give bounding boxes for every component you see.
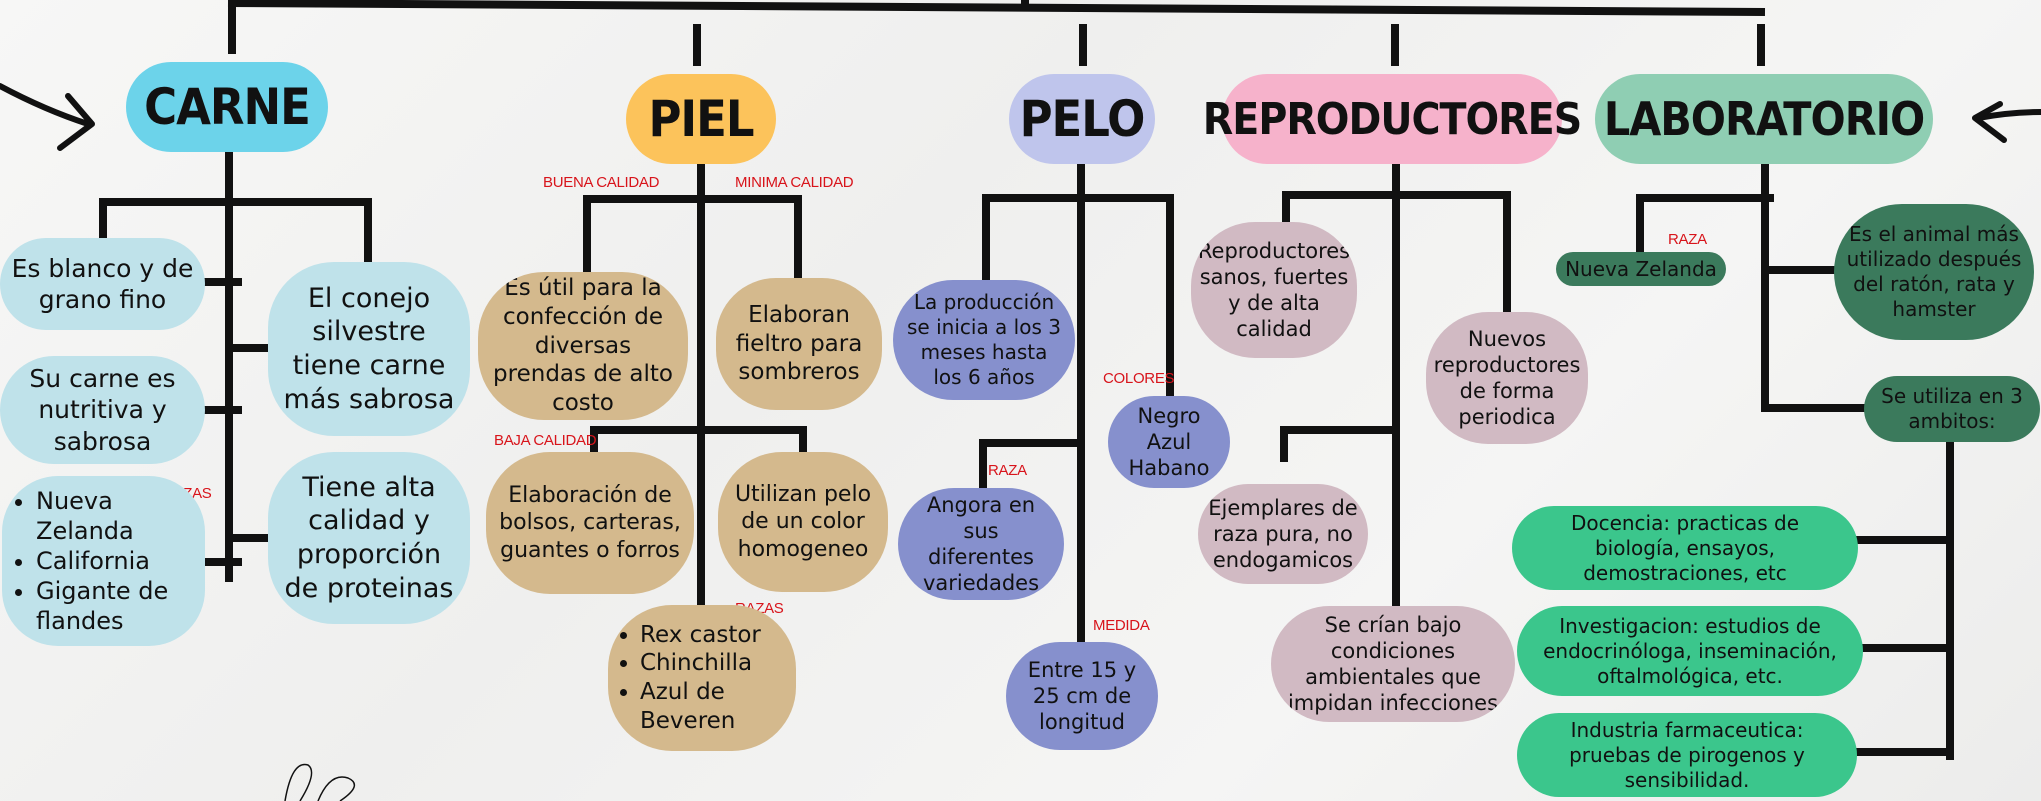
rep-node-ejemplares: Ejemplares de raza pura, no endogamicos [1198, 484, 1368, 584]
piel-node-fieltro: Elaboran fieltro para sombreros [716, 278, 882, 410]
pelo-raza-label: RAZA [988, 462, 1027, 479]
list-item: Azul de Beveren [640, 678, 790, 736]
piel-baja-calidad-label: BAJA CALIDAD [494, 432, 597, 449]
header-reproductores: REPRODUCTORES [1203, 74, 1582, 164]
list-item: Nueva Zelanda [36, 486, 197, 546]
carne-node-proteinas: Tiene alta calidad y proporción de prote… [268, 452, 470, 624]
header-pelo: PELO [1009, 74, 1155, 164]
color-habano: Habano [1128, 456, 1210, 481]
lab-node-industria: Industria farmaceutica: pruebas de pirog… [1517, 713, 1857, 797]
piel-razas-list: Rex castor Chinchilla Azul de Beveren [614, 621, 790, 736]
lab-node-docencia: Docencia: practicas de biología, ensayos… [1512, 506, 1858, 590]
list-item: Rex castor [640, 621, 790, 650]
lab-raza-label: RAZA [1668, 231, 1707, 248]
pelo-node-colores: Negro Azul Habano [1108, 396, 1230, 488]
piel-minima-calidad-label: MINIMA CALIDAD [735, 174, 854, 191]
list-item: Chinchilla [640, 649, 790, 678]
right-arrow [1975, 109, 2041, 121]
piel-node-razas: Rex castor Chinchilla Azul de Beveren [608, 605, 796, 751]
pelo-node-longitud: Entre 15 y 25 cm de longitud [1006, 642, 1158, 750]
rep-node-condiciones: Se crían bajo condiciones ambientales qu… [1271, 606, 1515, 722]
rep-node-nuevos: Nuevos reproductores de forma periodica [1426, 312, 1588, 444]
piel-node-bolsos: Elaboración de bolsos, carteras, guantes… [486, 452, 694, 594]
piel-buena-calidad-label: BUENA CALIDAD [543, 174, 660, 191]
color-negro: Negro [1137, 403, 1201, 428]
header-carne: CARNE [126, 62, 328, 152]
lab-node-ratón: Es el animal más utilizado después del r… [1834, 204, 2034, 340]
color-azul: Azul [1146, 429, 1192, 454]
pelo-colores-label: COLORES [1103, 370, 1175, 387]
carne-razas-list: Nueva Zelanda California Gigante de flan… [10, 486, 197, 636]
list-item: Gigante de flandes [36, 576, 197, 636]
piel-node-prendas: Es útil para la confección de diversas p… [478, 272, 688, 420]
carne-node-razas: Nueva Zelanda California Gigante de flan… [2, 476, 205, 646]
left-arrow [0, 83, 91, 127]
lab-node-ambitos: Se utiliza en 3 ambitos: [1864, 376, 2040, 442]
pelo-medida-label: MEDIDA [1093, 617, 1150, 634]
carne-node-grano: Es blanco y de grano fino [0, 238, 205, 330]
pelo-node-produccion: La producción se inicia a los 3 meses ha… [893, 280, 1075, 400]
header-piel: PIEL [626, 74, 776, 164]
lab-node-nueva-zelanda: Nueva Zelanda [1556, 252, 1726, 286]
piel-node-pelo-homogeneo: Utilizan pelo de un color homogeneo [718, 452, 888, 592]
list-item: California [36, 546, 197, 576]
carne-node-nutritiva: Su carne es nutritiva y sabrosa [0, 356, 205, 464]
pelo-node-angora: Angora en sus diferentes variedades [898, 488, 1064, 600]
header-laboratorio: LABORATORIO [1595, 74, 1933, 164]
lab-node-investigacion: Investigacion: estudios de endocrinóloga… [1517, 606, 1863, 696]
rep-node-sanos: Reproductores sanos, fuertes y de alta c… [1191, 222, 1357, 358]
carne-node-silvestre: El conejo silvestre tiene carne más sabr… [268, 262, 470, 436]
